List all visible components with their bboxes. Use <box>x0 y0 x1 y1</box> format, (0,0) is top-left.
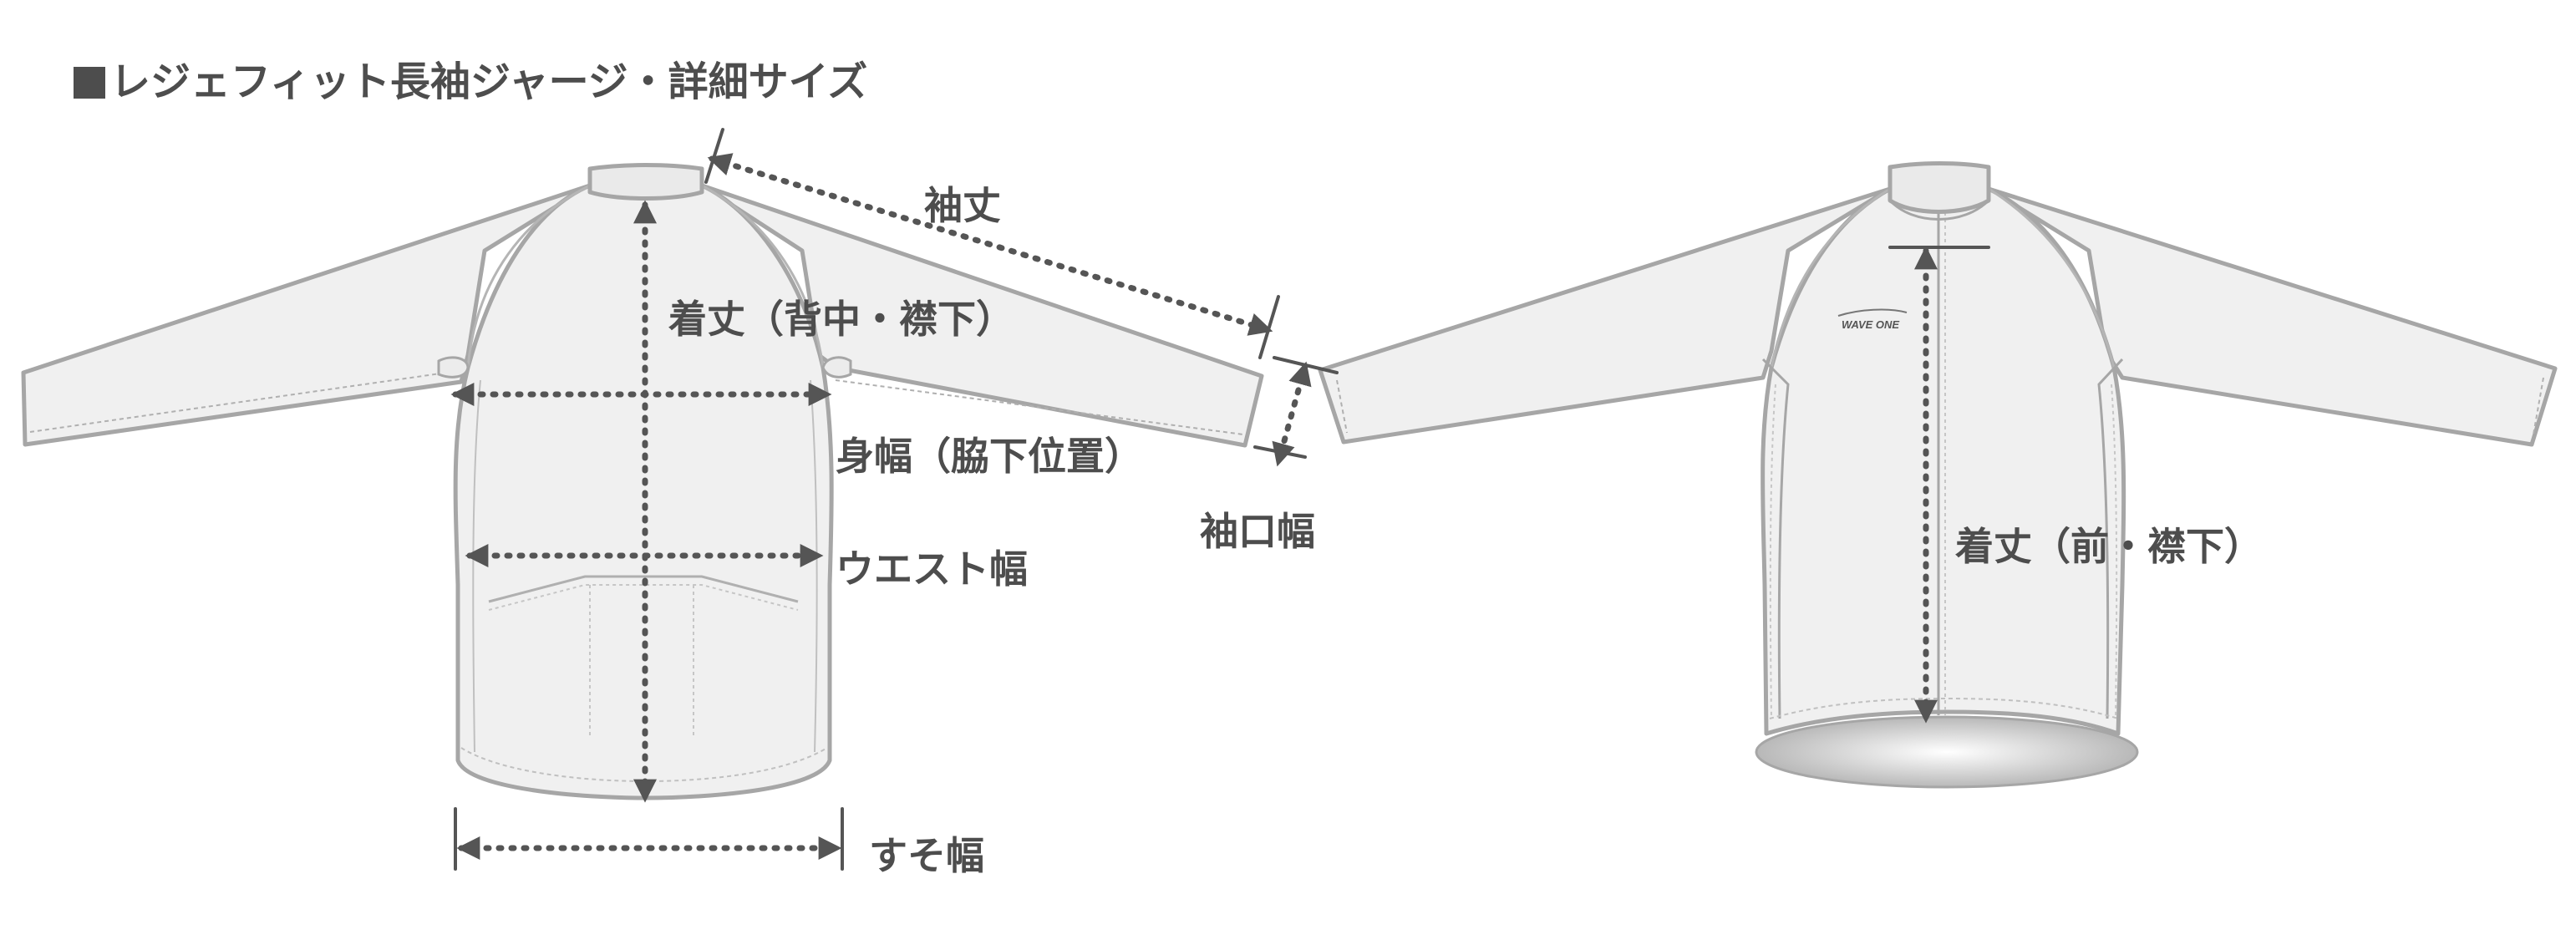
measurement-lines <box>450 153 1938 860</box>
title-square-icon <box>74 67 105 99</box>
label-waist-width: ウエスト幅 <box>836 546 1028 592</box>
front-hem-shading <box>1755 715 2139 789</box>
logo-swoosh <box>1837 308 1908 317</box>
label-sleeve-length: 袖丈 <box>924 183 1001 228</box>
front-body <box>1761 186 2126 736</box>
back-left-sleeve <box>21 183 592 447</box>
measure-sleeve-length <box>707 153 1273 336</box>
reference-ticks <box>454 128 1990 871</box>
label-hem-width: すそ幅 <box>869 833 984 878</box>
front-logo: WAVE ONE <box>1842 318 1899 331</box>
back-collar <box>587 163 704 201</box>
label-cuff-width: 袖口幅 <box>1200 509 1315 554</box>
front-collar <box>1888 161 1991 214</box>
front-right-sleeve <box>1986 186 2558 447</box>
measure-cuff-width <box>1272 361 1312 467</box>
label-back-length: 着丈（背中・襟下） <box>668 297 1014 342</box>
label-front-length: 着丈（前・襟下） <box>1955 524 2263 569</box>
label-chest-width: 身幅（脇下位置） <box>836 434 1143 479</box>
jersey-front-view: WAVE ONE <box>1318 161 2558 789</box>
page-title: レジェフィット長袖ジャージ・詳細サイズ <box>74 48 867 107</box>
